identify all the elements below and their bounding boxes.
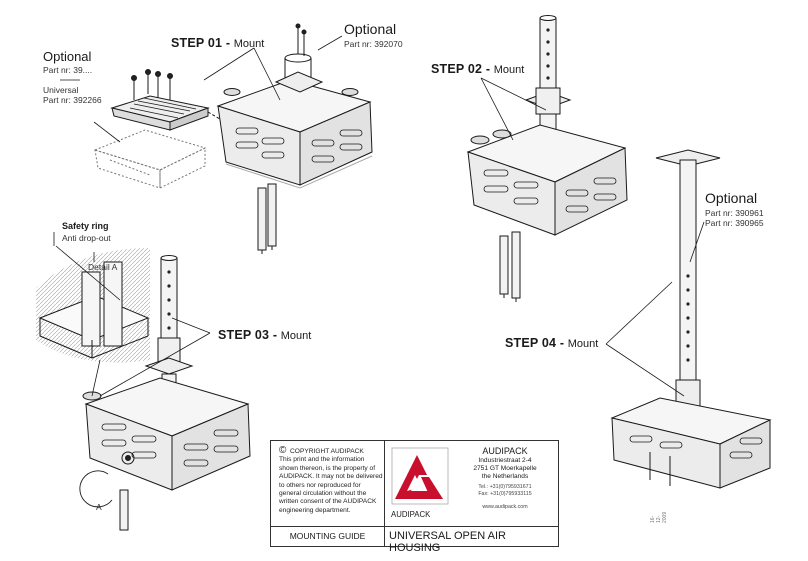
optional-top-part: Part nr: 392070 (344, 39, 403, 49)
extension-pole (655, 149, 721, 411)
company-address: Industriestraat 2-4 2751 GT Moerkapelle … (473, 457, 537, 481)
step03-label: STEP 03 - Mount (218, 328, 312, 342)
drawing-date: 16-12-2009 (650, 511, 668, 523)
optional-pole-part2: Part nr: 390965 (705, 218, 764, 228)
copyright-panel: © COPYRIGHT AUDIPACK This print and the … (271, 441, 385, 546)
optional-tray-part: Part nr: 39.... (43, 65, 93, 75)
copyright-notice: © COPYRIGHT AUDIPACK This print and the … (279, 445, 383, 514)
safety-ring-sub: Anti drop-out (62, 233, 111, 243)
optional-top-title: Optional (344, 21, 397, 37)
universal-part: Part nr: 392266 (43, 95, 102, 105)
detail-a (36, 248, 150, 363)
detail-a-label: Detail A (88, 262, 118, 272)
safety-ring-title: Safety ring (62, 221, 109, 231)
title-divider (271, 526, 558, 527)
tray-illustration (93, 69, 233, 189)
step02-label: STEP 02 - Mount (431, 62, 525, 76)
mounting-guide-label: MOUNTING GUIDE (289, 531, 366, 541)
title-block: © COPYRIGHT AUDIPACK This print and the … (270, 440, 668, 554)
callout-lines (53, 35, 705, 397)
housing-step01 (216, 23, 373, 254)
housing-step02 (466, 15, 628, 302)
audipack-logo (391, 447, 449, 505)
detail-a-marker: A (96, 502, 102, 512)
optional-tray-title: Optional (43, 49, 92, 64)
optional-pole-part1: Part nr: 390961 (705, 208, 764, 218)
company-name: AUDIPACK (482, 446, 528, 456)
company-website: www.audipack.com (482, 504, 528, 510)
drawing-title: UNIVERSAL OPEN AIR HOUSING (389, 530, 506, 554)
step04-label: STEP 04 - Mount (505, 336, 599, 350)
optional-pole-title: Optional (705, 190, 758, 206)
housing-step04 (610, 397, 772, 489)
company-panel: AUDIPACK AUDIPACK Industriestraat 2-4 27… (385, 441, 668, 554)
brand-name: AUDIPACK (391, 510, 431, 519)
step01-label: STEP 01 - Mount (171, 36, 265, 50)
housing-step03 (79, 255, 251, 531)
universal-label: Universal (43, 85, 79, 95)
